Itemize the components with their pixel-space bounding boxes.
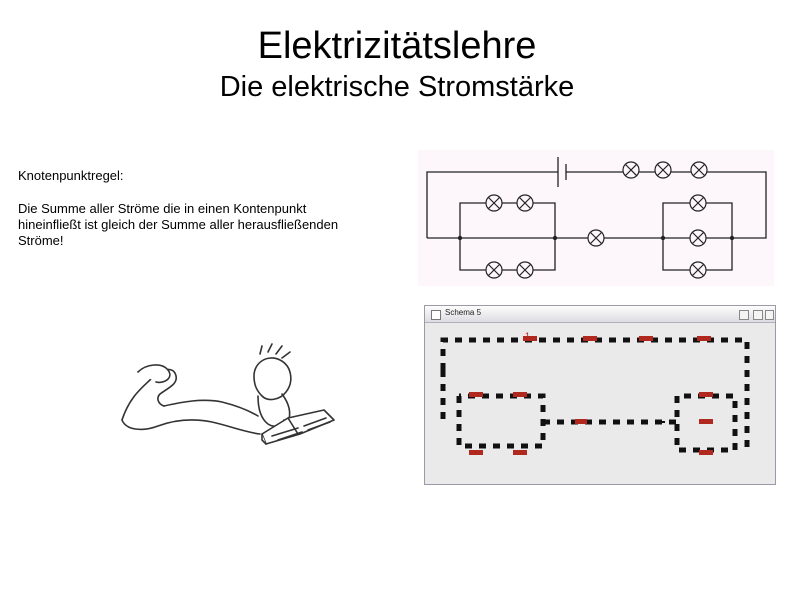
circuit-diagram	[418, 150, 774, 286]
lamp-icon	[587, 229, 605, 247]
window-checkbox[interactable]	[431, 310, 441, 320]
simulation-canvas[interactable]: 1	[429, 326, 773, 480]
lamp-icon	[654, 161, 672, 179]
lamp-icon	[622, 161, 640, 179]
slide-title: Elektrizitätslehre	[257, 25, 537, 67]
lamp-icon	[516, 194, 534, 212]
simulation-window-title: Schema 5	[445, 308, 482, 317]
slide-subtitle: Die elektrische Stromstärke	[219, 71, 575, 103]
lamp-icon	[690, 161, 708, 179]
lamp-icon	[516, 261, 534, 279]
reading-person-illustration	[112, 336, 344, 454]
lamp-icon	[689, 261, 707, 279]
lamp-icon	[689, 229, 707, 247]
simulation-marker: 1	[525, 331, 530, 341]
rule-text: Die Summe aller Ströme die in einen Kont…	[18, 201, 339, 248]
simulation-window[interactable]: Schema 5	[424, 305, 776, 485]
lamp-icon	[689, 194, 707, 212]
simulation-titlebar[interactable]: Schema 5	[425, 306, 775, 323]
lamp-icon	[485, 194, 503, 212]
close-button[interactable]	[765, 310, 774, 320]
rule-heading: Knotenpunktregel:	[18, 168, 124, 183]
minimize-button[interactable]	[739, 310, 749, 320]
maximize-button[interactable]	[753, 310, 763, 320]
lamp-icon	[485, 261, 503, 279]
